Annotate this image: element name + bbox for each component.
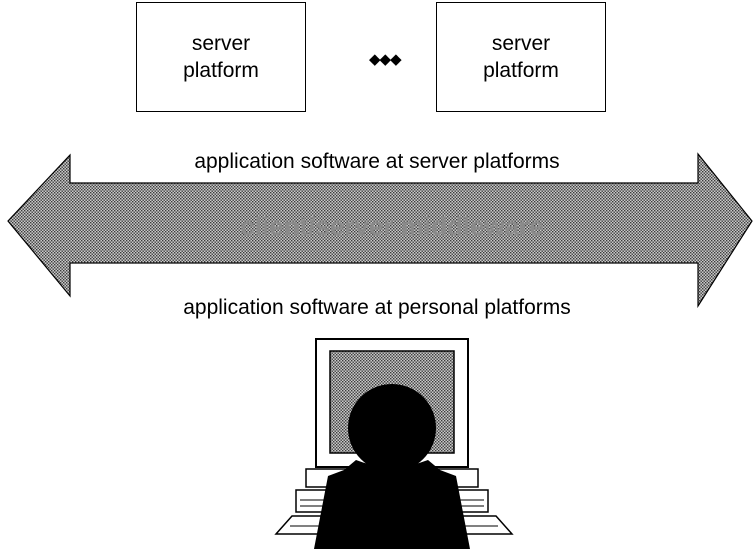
bottom-caption: application software at personal platfor… (183, 296, 571, 319)
top-caption: application software at server platforms (194, 150, 560, 173)
server-label: server (491, 32, 551, 55)
platform-label: platform (483, 59, 559, 82)
platform-label: platform (183, 59, 259, 82)
double-arrow-icon (7, 152, 753, 309)
server-label: server (191, 32, 251, 55)
personal-computer-icon (274, 338, 514, 549)
ellipsis-diamonds-icon: ◆◆◆ (369, 51, 402, 68)
server-platform-box: server platform (436, 2, 606, 112)
server-platform-box: server platform (136, 2, 306, 112)
middleware-label: client/server middleware (240, 211, 543, 241)
